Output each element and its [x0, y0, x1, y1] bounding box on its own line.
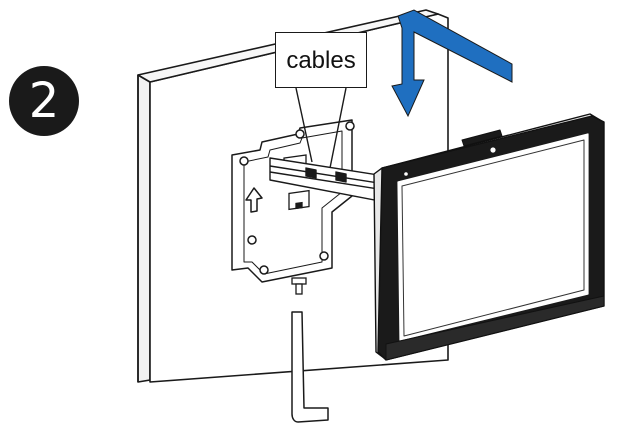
step-number-badge: 2 — [9, 66, 79, 136]
down-arrow-icon — [391, 9, 513, 118]
screw-icon — [291, 277, 307, 295]
allen-key-icon — [291, 311, 329, 423]
up-arrow-icon — [245, 187, 263, 213]
callout-pointer — [295, 87, 347, 169]
mounting-rail — [269, 157, 386, 203]
monitor — [373, 113, 605, 361]
cables-callout-label: cables — [275, 32, 367, 88]
